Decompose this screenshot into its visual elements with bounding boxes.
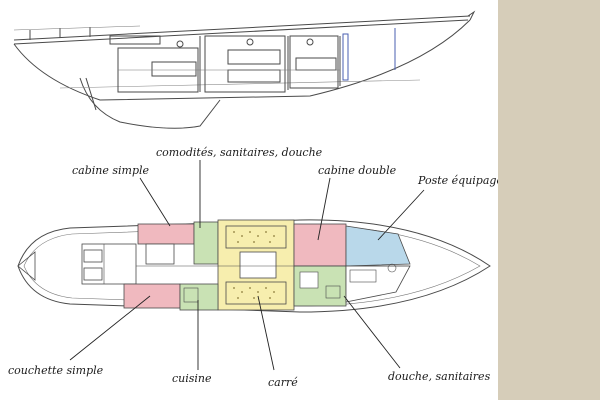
galley-sink (183, 287, 199, 303)
cockpit (81, 243, 137, 285)
room-comodites (193, 221, 219, 265)
hull-profile (13, 19, 471, 101)
forward-hatch (387, 263, 397, 273)
label-comodites: comodités, sanitaires, douche (156, 146, 323, 159)
settee-top (225, 225, 287, 249)
settee-dots (233, 231, 275, 299)
room-cabine-simple (137, 223, 195, 245)
label-cabine-simple: cabine simple (72, 164, 150, 177)
lifeline (13, 25, 141, 31)
leader-douche-sanitaires (343, 295, 401, 369)
side-profile (13, 10, 476, 129)
profile-berth-4 (295, 57, 337, 71)
porthole-3 (306, 38, 314, 46)
label-carre: carré (268, 376, 298, 389)
leader-cabine-simple (139, 177, 171, 227)
cockpit-seat-2 (83, 267, 103, 281)
bow-stem (467, 10, 476, 21)
profile-berth-3 (227, 69, 281, 83)
label-douche-sanitaires: douche, sanitaires (388, 370, 491, 383)
rudder (85, 77, 97, 111)
label-poste-equipage: Poste équipage (418, 174, 503, 187)
label-cuisine: cuisine (172, 372, 212, 385)
wc-fixture (325, 285, 341, 299)
cockpit-seat-1 (83, 249, 103, 263)
profile-saloon (204, 35, 286, 93)
saloon-table (239, 251, 277, 279)
room-cuisine (179, 283, 219, 311)
porthole-1 (176, 40, 184, 48)
room-couchette-simple (123, 283, 181, 309)
room-companionway (145, 243, 175, 265)
leader-carre (257, 295, 275, 371)
profile-forward-cabin (289, 35, 339, 89)
waterline (59, 79, 421, 89)
profile-berth-2 (227, 49, 281, 65)
keel (79, 77, 221, 129)
crew-berth (349, 269, 377, 283)
porthole-2 (246, 38, 254, 46)
mast (342, 33, 349, 81)
shower-tray (299, 271, 319, 289)
side-panel (498, 0, 600, 400)
label-cabine-double: cabine double (318, 164, 397, 177)
deck-plan (17, 219, 491, 313)
label-couchette-simple: couchette simple (8, 364, 104, 377)
hull-inner-line (23, 225, 481, 307)
coachroof (109, 35, 161, 45)
settee-bottom (225, 281, 287, 305)
leader-lines (69, 160, 425, 371)
profile-berth-1 (151, 61, 197, 77)
deck-line (13, 19, 469, 45)
leader-cabine-double (317, 177, 331, 241)
sheer-line (13, 15, 471, 41)
yacht-drawing: comodités, sanitaires, douche cabine sim… (8, 10, 503, 389)
leader-poste-equipage (377, 189, 425, 241)
yacht-plan-svg (13, 10, 491, 371)
leader-couchette-simple (69, 295, 151, 361)
room-poste-equipage (345, 225, 411, 267)
transom (17, 251, 36, 281)
